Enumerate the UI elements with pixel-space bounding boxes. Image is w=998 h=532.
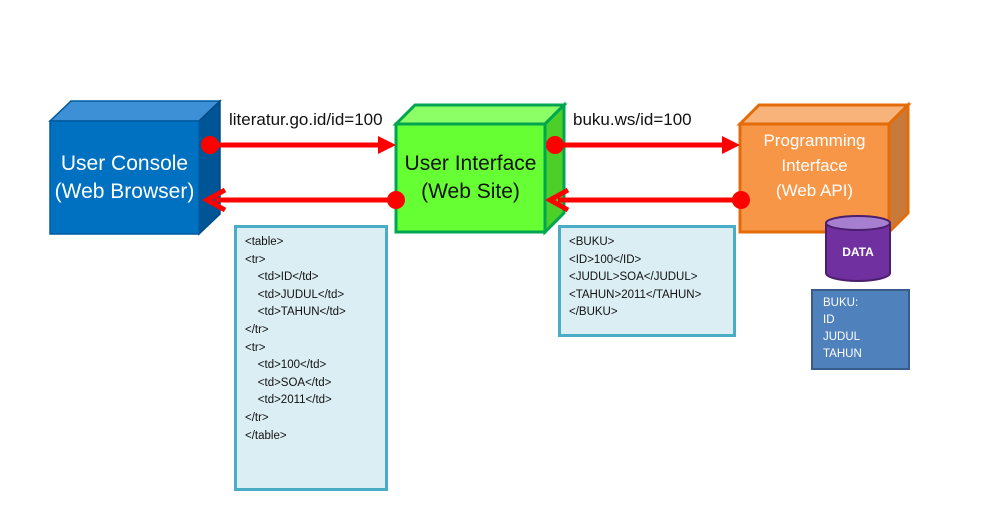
schema-box: BUKU: ID JUDUL TAHUN (811, 289, 910, 370)
code-line: </table> (245, 429, 287, 442)
api-label: Programming Interface (Web API) (740, 124, 889, 228)
schema-line: ID (823, 314, 835, 326)
request-url-1: literatur.go.id/id=100 (229, 110, 383, 129)
code-line: <tr> (245, 341, 266, 354)
code-line: <tr> (245, 253, 266, 266)
code-line: <td>2011</td> (245, 394, 332, 407)
database-label: DATA (842, 245, 874, 259)
api-title: Programming (763, 131, 866, 150)
schema-line: BUKU: (823, 297, 859, 309)
code-line: <td>ID</td> (245, 271, 319, 284)
arrow-response-1 (201, 187, 405, 213)
code-line: <table> (245, 236, 284, 248)
schema-line: TAHUN (823, 348, 862, 360)
database-cylinder (825, 215, 891, 282)
code-line: </tr> (245, 323, 269, 336)
ui-title: User Interface (404, 152, 537, 175)
console-subtitle: (Web Browser) (54, 179, 195, 203)
xml-response-box: <BUKU> <ID>100</ID> <JUDUL>SOA</JUDUL> <… (558, 225, 736, 337)
arrow-request-1 (201, 136, 396, 154)
code-line: <td>TAHUN</td> (245, 306, 346, 319)
api-subtitle: (Web API) (775, 181, 854, 200)
code-line: <td>JUDUL</td> (245, 288, 345, 301)
ui-subtitle: (Web Site) (421, 180, 520, 203)
code-line: </BUKU> (569, 306, 618, 319)
console-label: User Console (Web Browser) (50, 121, 199, 234)
code-line: <JUDUL>SOA</JUDUL> (569, 271, 698, 284)
api-title-2: Interface (781, 156, 848, 175)
arrow-response-2 (544, 187, 750, 213)
ui-label: User Interface (Web Site) (396, 124, 545, 232)
code-line: <TAHUN>2011</TAHUN> (569, 288, 702, 301)
code-line: </tr> (245, 411, 269, 424)
console-node (48, 99, 222, 236)
schema-line: JUDUL (823, 331, 861, 343)
code-line: <BUKU> (569, 236, 615, 248)
code-line: <ID>100</ID> (569, 253, 642, 266)
api-node (736, 101, 912, 236)
html-response-box: <table> <tr> <td>ID</td> <td>JUDUL</td> … (234, 225, 388, 491)
request-url-2: buku.ws/id=100 (573, 110, 692, 129)
arrow-request-2 (546, 136, 740, 154)
code-line: <td>100</td> (245, 359, 327, 372)
code-line: <td>SOA</td> (245, 376, 332, 389)
console-title: User Console (60, 151, 189, 175)
